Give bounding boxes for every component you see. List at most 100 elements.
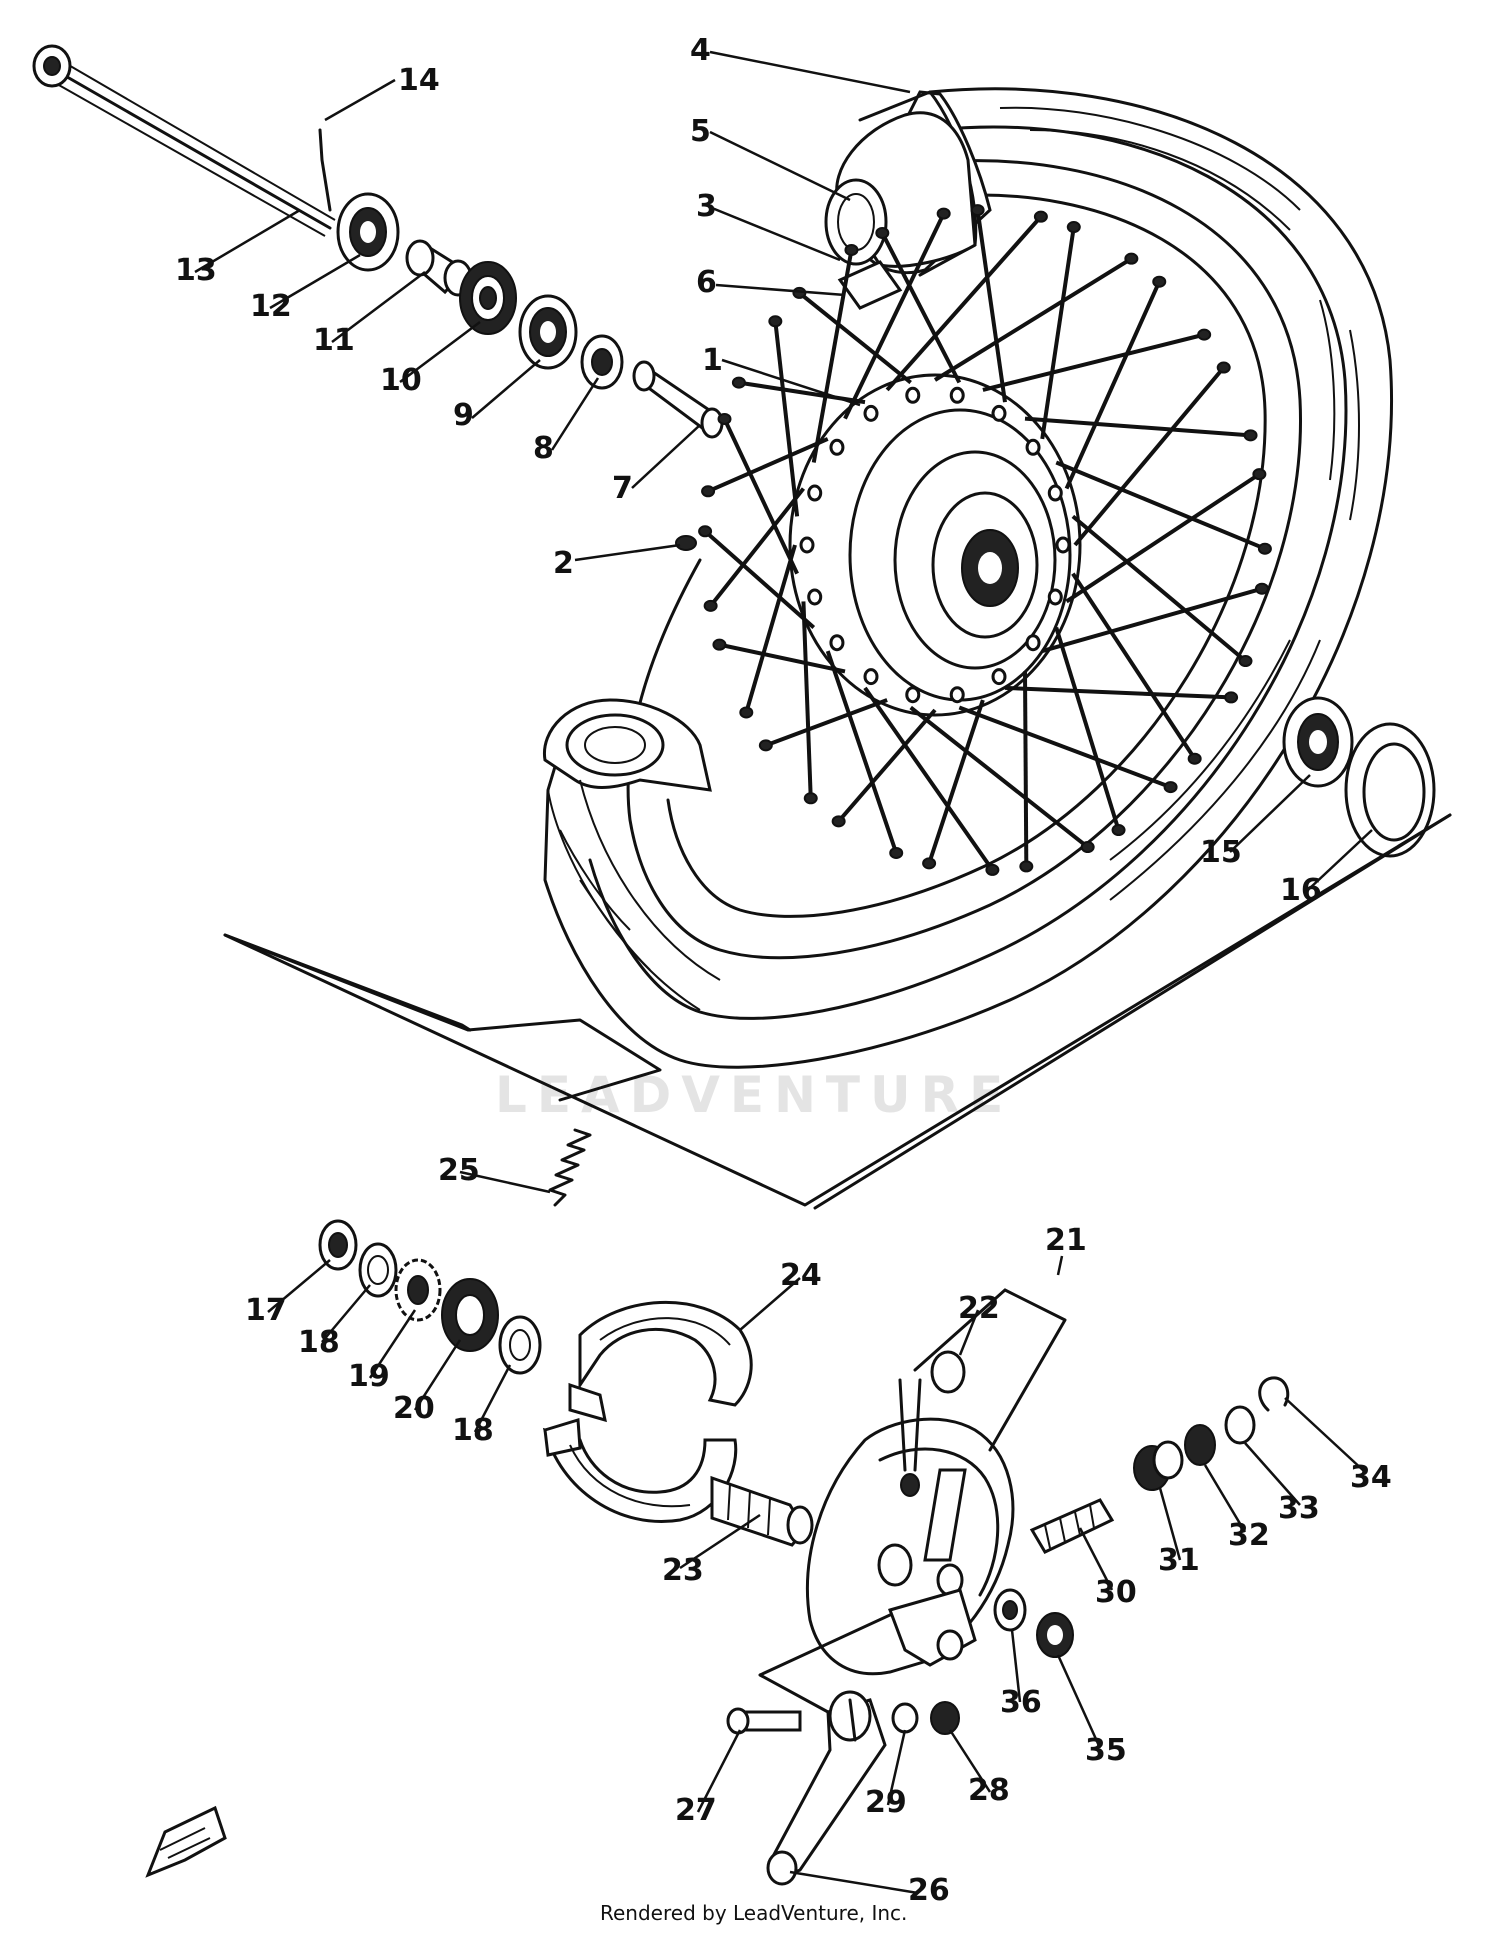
spoke-nipple [1033,210,1048,223]
spoke-nipple [1080,841,1095,854]
callout-16: 16 [1280,873,1322,908]
spoke-nipple [739,706,754,719]
axle [32,44,336,237]
leader-line [331,271,426,343]
callout-19: 19 [348,1359,390,1394]
callout-18-upper: 18 [298,1325,340,1360]
hub-hole [1025,634,1041,652]
bearing-17 [318,1219,358,1271]
washer-18a [358,1242,398,1298]
hub-hole [949,386,965,404]
callout-20: 20 [393,1391,435,1426]
spoke-nipple [1224,691,1239,704]
callout-31: 31 [1158,1543,1200,1578]
callout-17: 17 [245,1293,287,1328]
leader-line [789,1870,919,1895]
callout-labels: 1 2 3 4 5 6 7 8 9 10 11 12 13 14 15 16 1… [175,33,1392,1908]
callout-29: 29 [865,1785,907,1820]
hub-hole [1055,536,1071,554]
leader-line [267,1259,331,1313]
spoke [811,249,854,463]
hub-hole [807,484,823,502]
hub-hole [1047,484,1063,502]
brake-plate-21 [806,1378,1015,1676]
footer-credit: Rendered by LeadVenture, Inc. [600,1901,907,1925]
spacer-11 [405,239,473,297]
oring-33 [1224,1405,1256,1445]
spoke [703,529,816,629]
leader-line [709,130,851,202]
hub-hole [829,634,845,652]
spoke-nipple [1252,468,1267,481]
callout-22: 22 [958,1291,1000,1326]
bearing-20 [441,1278,499,1352]
spoke [773,321,800,517]
leader-line [709,50,911,94]
spoke-nipple [970,204,985,217]
leader-line [948,1729,992,1793]
spoke-nipple [985,863,1000,876]
hub-hole [1047,588,1063,606]
hub-hole [799,536,815,554]
spoke [825,650,899,854]
callout-13: 13 [175,253,217,288]
spoke-nipple [1197,328,1212,341]
leader-line [1284,1397,1366,1473]
spoke [1055,460,1266,551]
bush-31 [1133,1440,1184,1491]
front-direction-icon [145,1805,227,1878]
callout-36: 36 [1000,1685,1042,1720]
spoke [863,686,995,872]
cotter-pin [318,128,332,212]
leader-line [473,1364,512,1433]
spoke [1073,366,1226,547]
spoke-nipple [701,485,716,498]
leader-line [368,1309,417,1379]
brake-cam-23 [710,1475,814,1547]
leader-line [958,1309,980,1356]
spoke-nipple [1066,221,1081,234]
leader-lines [194,50,1373,1895]
spoke-nipple [703,599,718,612]
leader-line [574,543,681,562]
spoke [719,642,846,674]
spoke [909,705,1089,849]
spoke [1024,416,1251,438]
spoke [885,215,1043,392]
washer-32 [1184,1424,1216,1466]
spoke [837,708,937,823]
callout-32: 32 [1228,1518,1270,1553]
spoke-nipple [844,243,859,256]
clip-34 [1258,1376,1290,1412]
spring-25 [548,1128,592,1207]
leader-line [696,1729,742,1813]
spoke-nipple [831,815,846,828]
spoke [1064,280,1162,490]
spoke-nipple [922,857,937,870]
leader-line [399,321,481,383]
spoke [744,544,797,714]
oil-seal-15 [1282,696,1354,788]
spoke-nipple [731,376,746,389]
spoke-nipple [1187,752,1202,765]
leader-line [679,1513,761,1570]
callout-33: 33 [1278,1491,1320,1526]
spoke-nipple [698,525,713,538]
callout-2: 2 [553,546,574,581]
bearing-9 [518,294,578,370]
leader-line [1158,1487,1182,1561]
spoke-nipple [768,315,783,328]
spoke [707,437,829,494]
leader-line [413,1339,462,1411]
gear-30 [1029,1498,1115,1554]
washer-36 [993,1588,1027,1632]
leader-line [1010,1629,1022,1703]
hub-hole [905,686,921,704]
hub-hole [807,588,823,606]
gear-19 [394,1258,442,1322]
nut-28 [930,1701,960,1735]
leader-line [1309,829,1373,889]
leader-line [711,206,841,262]
hub-hole [1025,438,1041,456]
hub-hole [863,668,879,686]
